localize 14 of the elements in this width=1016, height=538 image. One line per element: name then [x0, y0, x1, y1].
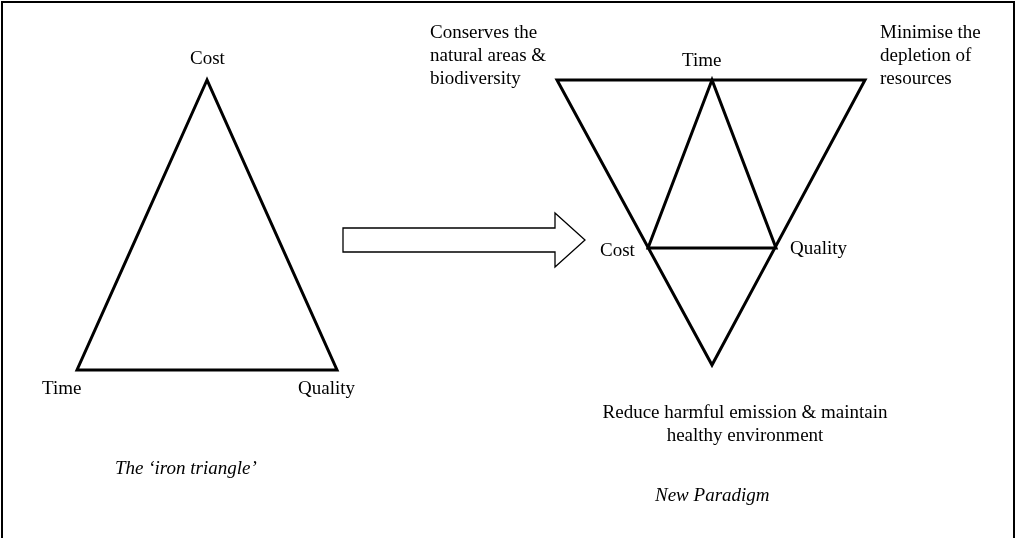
caption: The ‘iron triangle’ [115, 456, 257, 479]
triangle-drawing [555, 78, 867, 368]
note-text: Minimise the depletion of resources [880, 20, 982, 89]
vertex-label: Cost [190, 46, 225, 69]
vertex-label: Time [42, 376, 82, 399]
vertex-label: Time [682, 48, 722, 71]
vertex-label: Quality [790, 236, 847, 259]
note-text: Reduce harmful emission & maintain healthy environment [601, 400, 889, 446]
note-text: Conserves the natural areas & biodiversity [430, 20, 548, 89]
vertex-label: Quality [298, 376, 355, 399]
block-arrow [342, 211, 586, 269]
caption: New Paradigm [655, 483, 770, 506]
vertex-label: Cost [600, 238, 635, 261]
triangle-drawing [75, 78, 339, 372]
